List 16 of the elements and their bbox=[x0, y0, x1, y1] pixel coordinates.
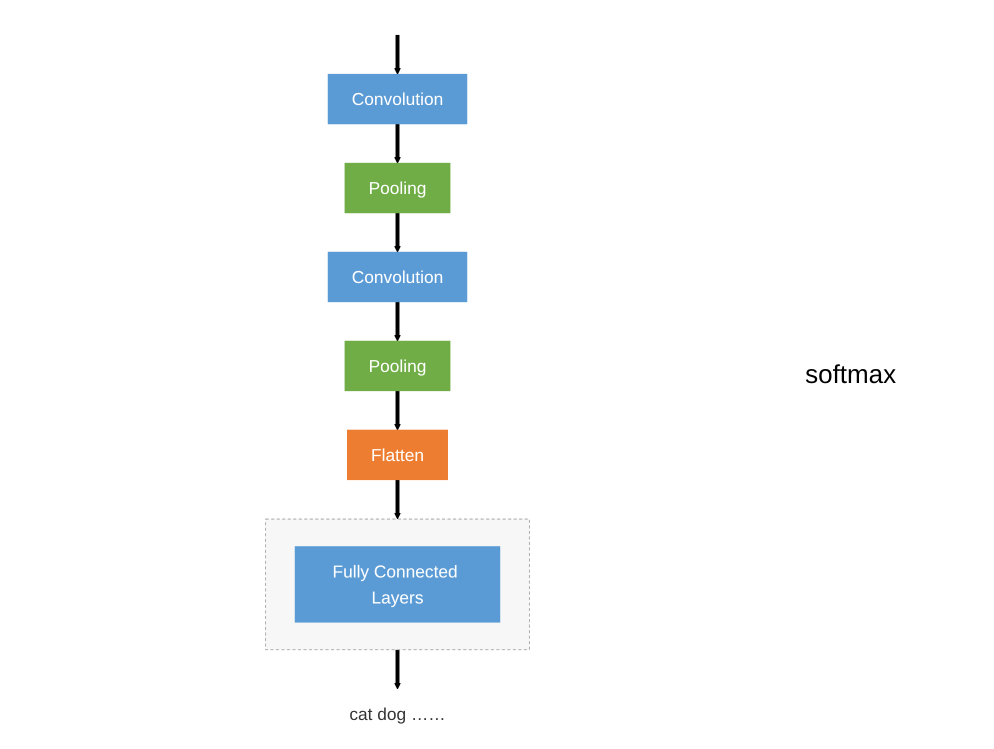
arrow bbox=[394, 123, 401, 164]
node-text: cat dog …… bbox=[349, 704, 446, 724]
node-box: Fully Connected Layers bbox=[294, 546, 500, 622]
node-box: Convolution bbox=[328, 73, 468, 124]
node-box: Pooling bbox=[344, 162, 450, 213]
node-box: Convolution bbox=[328, 251, 468, 302]
arrow bbox=[394, 34, 401, 74]
annotation-label: softmax bbox=[805, 359, 898, 390]
arrow bbox=[394, 649, 401, 689]
arrow bbox=[394, 301, 401, 341]
cluster bbox=[265, 518, 530, 650]
arrow bbox=[394, 212, 401, 252]
node-box: Flatten bbox=[347, 429, 448, 480]
node-box: Pooling bbox=[344, 340, 450, 391]
arrow bbox=[394, 390, 401, 430]
arrow bbox=[394, 479, 401, 519]
